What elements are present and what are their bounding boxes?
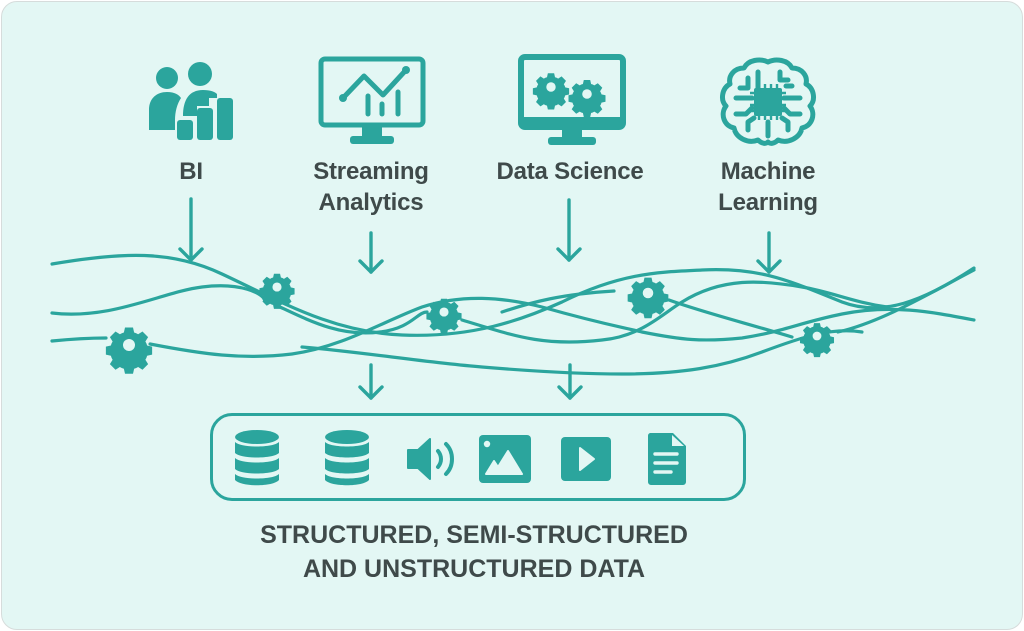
workload-label-bi: BI (141, 156, 241, 187)
monitor-line-chart-icon (318, 56, 426, 144)
data-storage-panel (210, 413, 746, 501)
monitor-gears-icon (518, 54, 626, 145)
document-icon (647, 433, 686, 485)
database-icon (325, 430, 369, 486)
arrow-to-storage-left (358, 363, 384, 400)
gear-icon (799, 323, 835, 358)
arrow-data-science-down (556, 198, 582, 262)
caption-line-2: AND UNSTRUCTURED DATA (302, 555, 646, 583)
workload-label-ml: Machine Learning (698, 156, 838, 218)
caption-line-1: STRUCTURED, SEMI-STRUCTURED (260, 521, 688, 549)
data-flow-line-a (50, 253, 976, 337)
gear-icon (426, 298, 462, 334)
data-flow-line-d (300, 329, 864, 376)
label-line: Learning (718, 189, 818, 216)
data-types-caption: STRUCTURED, SEMI-STRUCTURED AND UNSTRUCT… (214, 518, 734, 586)
data-flow-line-c (50, 336, 108, 343)
data-flow-line-c2 (148, 296, 644, 358)
data-flow-line-f (667, 298, 794, 339)
arrow-bi-down (178, 197, 204, 262)
people-chart-icon (149, 62, 233, 140)
workload-label-data-science: Data Science (480, 156, 660, 187)
data-flow-line-b4 (836, 268, 976, 334)
audio-icon (407, 438, 454, 480)
label-line: Analytics (318, 189, 424, 216)
gear-icon (105, 327, 153, 374)
data-flow-line-b3 (460, 280, 889, 344)
label-line: Streaming (313, 158, 429, 185)
brain-chip-icon (720, 57, 816, 146)
gear-icon (627, 277, 669, 319)
data-flow-line-b (50, 284, 266, 316)
arrow-streaming-down (358, 231, 384, 274)
label-line: Machine (720, 158, 816, 185)
arrow-to-storage-right (557, 363, 583, 400)
gear-icon (259, 273, 295, 309)
data-flow-line-e (500, 289, 616, 314)
database-icon (235, 430, 279, 486)
data-flow-line-b2 (278, 305, 429, 335)
data-flow-line-c3 (640, 307, 976, 342)
label-line: Data Science (496, 158, 644, 185)
video-icon (561, 437, 611, 481)
label-line: BI (179, 158, 203, 185)
image-icon (479, 435, 531, 483)
arrow-ml-down (756, 231, 782, 274)
workload-label-streaming: Streaming Analytics (291, 156, 451, 218)
